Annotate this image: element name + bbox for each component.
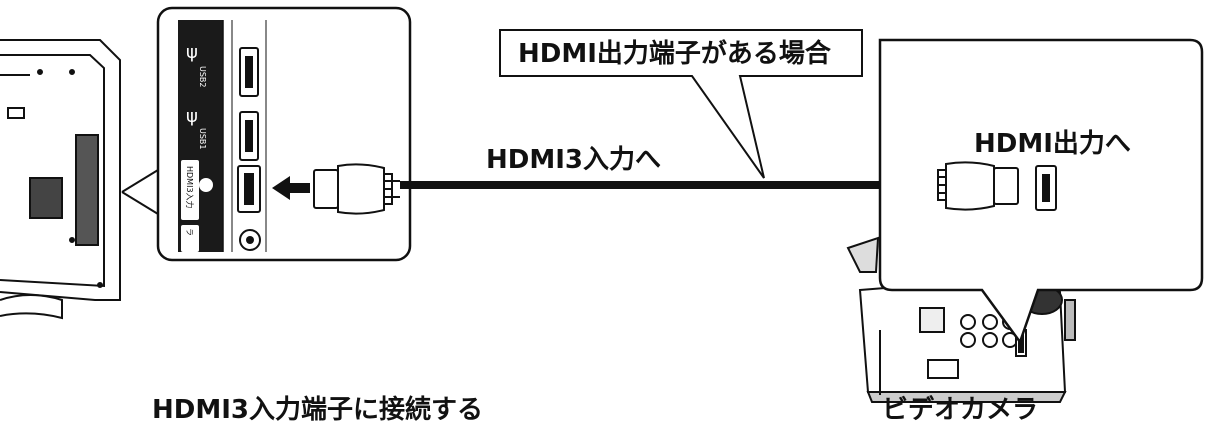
cable-label: HDMI3入力へ — [486, 145, 661, 175]
hdmi3-panel-label: HDMI3入力 — [185, 166, 195, 209]
callout-box: HDMI出力端子がある場合 — [499, 29, 863, 179]
hdmi-cable — [400, 181, 940, 189]
bottom-left-label: HDMI3入力端子に接続する — [152, 394, 483, 425]
usb1-port — [239, 111, 259, 161]
terminal-panel-zoom: USB2 USB1 ψ ψ HDMI3入力 ラ — [156, 6, 412, 262]
usb2-icon: ψ — [186, 42, 198, 63]
usb2-port — [239, 47, 259, 97]
output-label: HDMI出力へ — [974, 129, 1131, 159]
usb1-label: USB1 — [198, 128, 207, 150]
usb1-icon: ψ — [186, 106, 198, 127]
hdmi3-port — [237, 165, 261, 213]
usb2-label: USB2 — [198, 66, 207, 88]
lower-jack — [239, 229, 261, 251]
bottom-right-label: ビデオカメラ — [882, 394, 1038, 425]
hdmi-plug-right — [937, 161, 1019, 211]
callout-label: HDMI出力端子がある場合 — [518, 38, 832, 69]
insert-arrow-icon — [272, 176, 310, 200]
tv-illustration — [0, 39, 159, 320]
hdmi-plug-left — [313, 163, 393, 215]
hdmi3-marker — [199, 178, 213, 192]
lower-panel-label: ラ — [185, 228, 194, 236]
camera-hdmi-port — [1035, 165, 1057, 211]
